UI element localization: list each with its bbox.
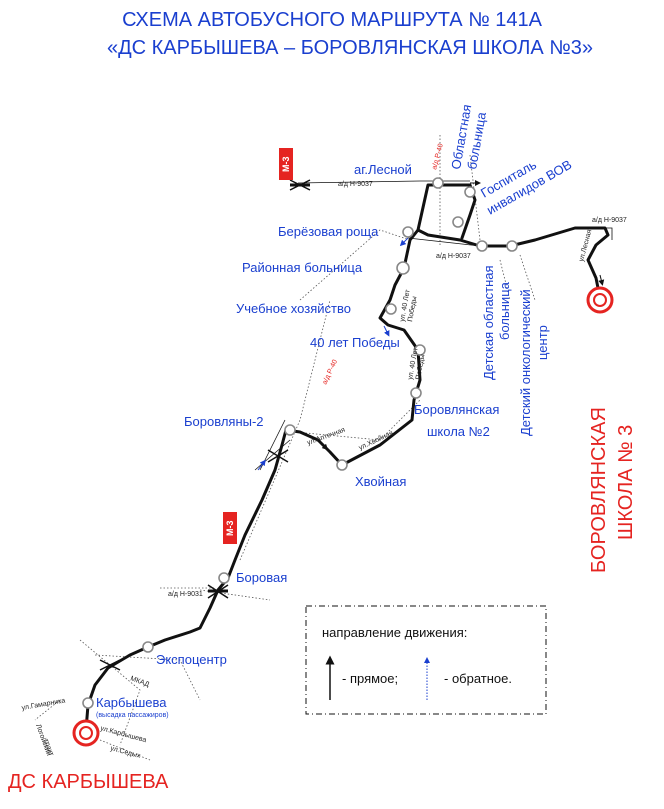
forward-arrow (598, 274, 605, 286)
stop-marker (82, 697, 94, 709)
stop-label: аг.Лесной (354, 162, 412, 177)
interchange-icon (289, 179, 311, 191)
stop-label: Хвойная (355, 474, 406, 489)
background-roads (34, 135, 613, 761)
svg-text:М-3: М-3 (281, 157, 291, 173)
stop-marker (284, 424, 296, 436)
interchange-icon (207, 584, 229, 599)
stop-label: Экспоцентр (156, 652, 227, 667)
legend-forward: - прямое; (342, 671, 398, 686)
stop-label: Карбышева (96, 695, 167, 710)
road-label: а/д Н-9037 (592, 217, 627, 224)
stop-marker (506, 240, 518, 252)
title-line-2: «ДС КАРБЫШЕВА – БОРОВЛЯНСКАЯ ШКОЛА №3» (107, 37, 593, 59)
road-label: а/д Р-40 (431, 143, 445, 171)
stop-label: Детский онкологический (518, 289, 533, 436)
interchange-icon (99, 659, 121, 671)
legend-reverse: - обратное. (444, 671, 512, 686)
stop-label: Учебное хозяйство (236, 301, 351, 316)
stop-label: Боровляны-2 (184, 414, 264, 429)
stop-marker (464, 186, 476, 198)
start-terminal-label: ДС КАРБЫШЕВА (8, 771, 169, 793)
terminal-start-marker (72, 719, 100, 747)
stop-label: Детская областная (481, 265, 496, 380)
stop-marker (402, 226, 414, 238)
stop-marker (452, 216, 464, 228)
stop-marker (396, 261, 410, 275)
stop-marker (385, 303, 397, 315)
road-label: а/д Р-40 (321, 359, 339, 386)
terminal-end-marker (586, 286, 614, 314)
end-terminal-label-2: ШКОЛА № 3 (615, 425, 637, 540)
stop-marker (476, 240, 488, 252)
stop-label: центр (535, 325, 550, 360)
road-label: МКАД (129, 675, 150, 688)
stop-note: (высадка пассажиров) (96, 712, 169, 719)
stop-label: Боровая (236, 570, 287, 585)
stop-markers (82, 177, 518, 709)
route-line (84, 226, 610, 732)
interchange-icon (267, 449, 289, 463)
road-label: а/д Н-9037 (338, 181, 373, 188)
reverse-arrow (383, 325, 390, 337)
road-label: ул.Седых (109, 745, 141, 760)
stop-marker (142, 641, 154, 653)
road-label: ул.Карбышева (99, 724, 147, 744)
stop-marker (432, 177, 444, 189)
stop-marker (410, 387, 422, 399)
stop-marker (414, 344, 426, 356)
road-label: а/д Н-9037 (436, 253, 471, 260)
road-label: ул.Гамарника (21, 697, 66, 712)
road-label: а/д Н-9031 (168, 591, 203, 598)
road-label: ул.Лесная (578, 229, 593, 263)
stop-marker (336, 459, 348, 471)
stop-label: Боровлянская (414, 402, 499, 417)
stop-label: больница (497, 281, 512, 340)
stop-label: Районная больница (242, 260, 363, 275)
legend: направление движения: - прямое; - обратн… (305, 605, 547, 715)
reverse-arrow (399, 237, 409, 247)
forward-arrow (317, 439, 329, 451)
highway-badge: М-3 (279, 148, 293, 180)
stop-label: Берёзовая роща (278, 224, 379, 239)
title-line-1: СХЕМА АВТОБУСНОГО МАРШРУТА № 141А (122, 9, 543, 31)
reverse-arrow (257, 459, 266, 471)
stop-label: школа №2 (427, 424, 490, 439)
highway-badge: М-3 (223, 512, 237, 544)
stop-marker (218, 572, 230, 584)
svg-text:М-3: М-3 (225, 521, 235, 537)
legend-heading: направление движения: (322, 625, 467, 640)
end-terminal-label-1: БОРОВЛЯНСКАЯ (588, 407, 610, 573)
stop-label: 40 лет Победы (310, 335, 400, 350)
